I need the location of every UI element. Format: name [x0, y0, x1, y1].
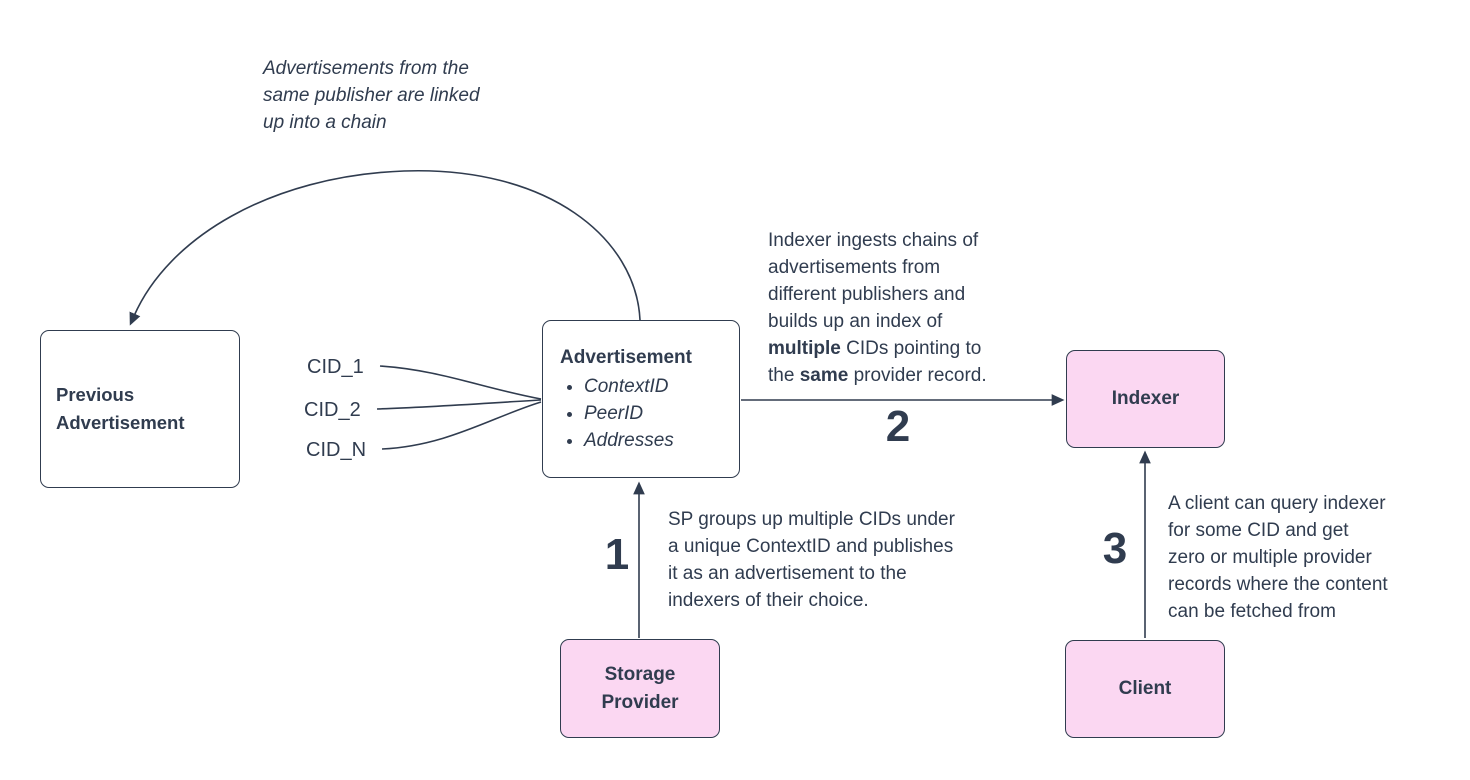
cidn-connector [381, 401, 542, 450]
chain-annotation: Advertisements from the same publisher a… [263, 58, 480, 133]
advertisement-field-contextid: ContextID [584, 373, 692, 400]
cid1-connector [379, 365, 542, 400]
storage-provider-annotation: SP groups up multiple CIDs under a uniqu… [668, 509, 955, 611]
indexer-node: Indexer [1066, 350, 1225, 448]
ingest-bold-same: same [799, 365, 849, 386]
ingest-text-3: provider record. [848, 365, 987, 386]
previous-advertisement-node: Previous Advertisement [40, 330, 240, 488]
ingest-bold-multiple: multiple [768, 338, 841, 359]
cid-1-label: CID_1 [307, 356, 364, 378]
cid-2-label: CID_2 [304, 399, 361, 421]
step-2-number: 2 [885, 402, 911, 451]
storage-provider-node: Storage Provider [560, 639, 720, 738]
advertisement-field-addresses: Addresses [584, 427, 692, 454]
cid2-connector [376, 399, 542, 410]
previous-advertisement-title: Previous Advertisement [56, 384, 185, 433]
ingest-text-2: CIDs pointing to the [768, 338, 982, 386]
client-title: Client [1118, 678, 1172, 699]
client-query-annotation: A client can query indexer for some CID … [1168, 493, 1388, 622]
ingest-text-1: Indexer ingests chains of advertisements… [768, 230, 979, 332]
advertisement-node: Advertisement ContextID PeerID Addresses [542, 320, 740, 478]
chain-link-connector [129, 170, 641, 326]
client-node: Client [1065, 640, 1225, 738]
advertisement-title: Advertisement [560, 347, 692, 368]
storage-provider-title: Storage Provider [601, 663, 679, 713]
step-1-number: 1 [604, 530, 630, 579]
advertisement-field-list: ContextID PeerID Addresses [560, 373, 692, 454]
advertisement-field-peerid: PeerID [584, 400, 692, 427]
indexer-ingest-annotation: Indexer ingests chains of advertisements… [768, 227, 1098, 389]
cid-n-label: CID_N [306, 439, 367, 461]
step-3-number: 3 [1102, 524, 1128, 573]
indexer-title: Indexer [1111, 388, 1180, 409]
